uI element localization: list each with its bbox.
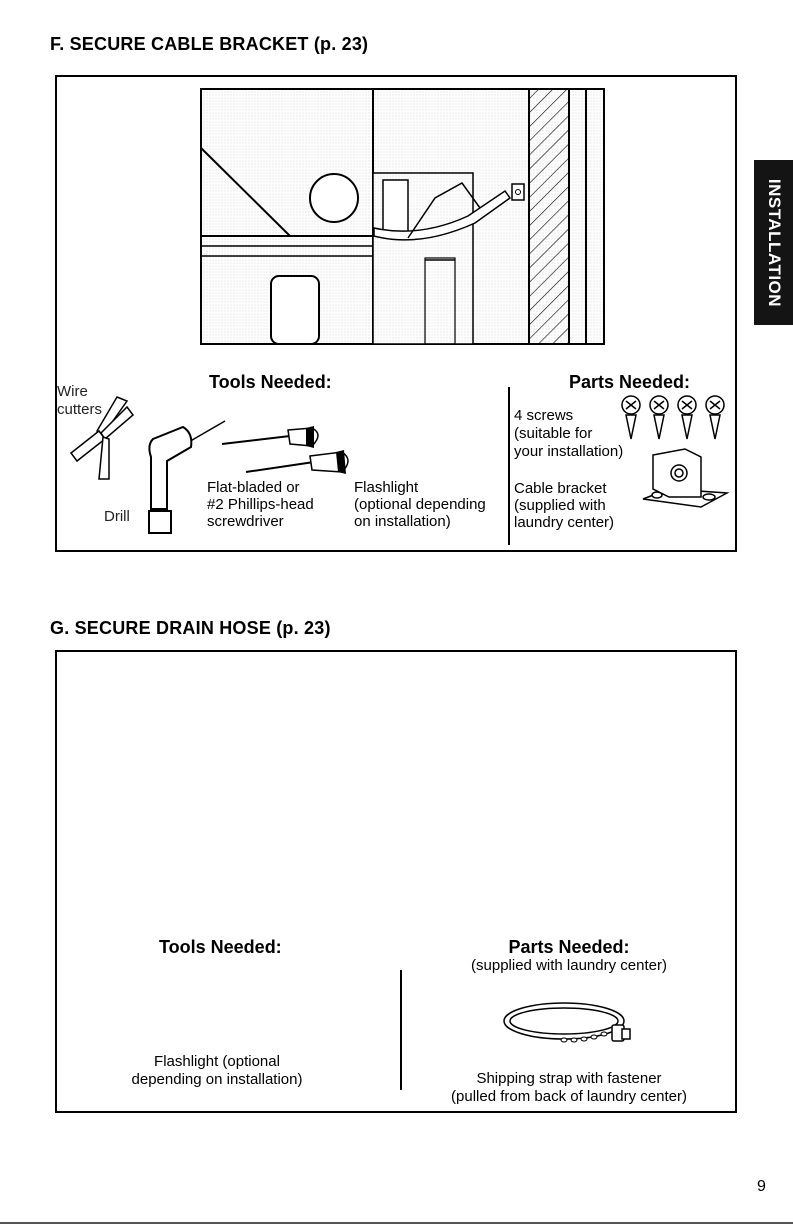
f-tool-drill: Drill: [104, 508, 130, 525]
f-divider: [508, 387, 510, 545]
shipping-strap-icon: [503, 1002, 631, 1043]
f-bracket-line3: laundry center): [514, 514, 615, 531]
section-f-heading: F. SECURE CABLE BRACKET (p. 23): [50, 34, 369, 54]
f-screwdriver-line2: #2 Phillips-head: [207, 496, 314, 513]
wire-cutters-icon: [69, 396, 135, 480]
bottom-rule: [0, 1222, 793, 1224]
drill-icon: [148, 420, 226, 534]
f-screws-line3: your installation): [514, 443, 624, 460]
f-bracket-line1: Cable bracket: [514, 480, 607, 497]
f-screwdriver-line3: screwdriver: [207, 513, 284, 530]
g-flashlight-line1: Flashlight (optional: [154, 1053, 280, 1070]
g-parts-title: Parts Needed:: [508, 937, 630, 957]
g-tools-title: Tools Needed:: [159, 937, 282, 957]
page-number: 9: [757, 1178, 766, 1195]
f-screwdriver-line1: Flat-bladed or: [207, 479, 300, 496]
section-f-panel: Tools Needed: Wire cutters Drill Flat-bl…: [55, 75, 737, 552]
g-parts-subtitle: (supplied with laundry center): [471, 957, 667, 974]
screwdrivers-icon: [221, 426, 349, 474]
cable-bracket-icon: [642, 448, 730, 508]
f-flashlight-line2: (optional depending: [354, 496, 486, 513]
f-parts-title: Parts Needed:: [569, 372, 691, 392]
f-tool-cutters: cutters: [57, 401, 103, 418]
installation-side-tab: INSTALLATION: [754, 160, 793, 325]
g-divider: [400, 970, 402, 1090]
g-flashlight-line2: depending on installation): [131, 1071, 303, 1088]
cable-bracket-illustration: [200, 88, 605, 345]
section-g-panel: Tools Needed: Flashlight (optional depen…: [55, 650, 737, 1113]
section-g-heading: G. SECURE DRAIN HOSE (p. 23): [50, 618, 331, 638]
f-tool-wire: Wire: [57, 383, 88, 400]
f-screws-line2: (suitable for: [514, 425, 593, 442]
f-tools-title: Tools Needed:: [209, 372, 332, 392]
side-tab-label: INSTALLATION: [764, 178, 784, 307]
f-bracket-line2: (supplied with: [514, 497, 606, 514]
g-strap-line1: Shipping strap with fastener: [476, 1070, 662, 1087]
screws-icon: [621, 395, 725, 440]
f-flashlight-line1: Flashlight: [354, 479, 419, 496]
f-flashlight-line3: on installation): [354, 513, 451, 530]
g-strap-line2: (pulled from back of laundry center): [451, 1088, 687, 1105]
f-screws-line1: 4 screws: [514, 407, 574, 424]
